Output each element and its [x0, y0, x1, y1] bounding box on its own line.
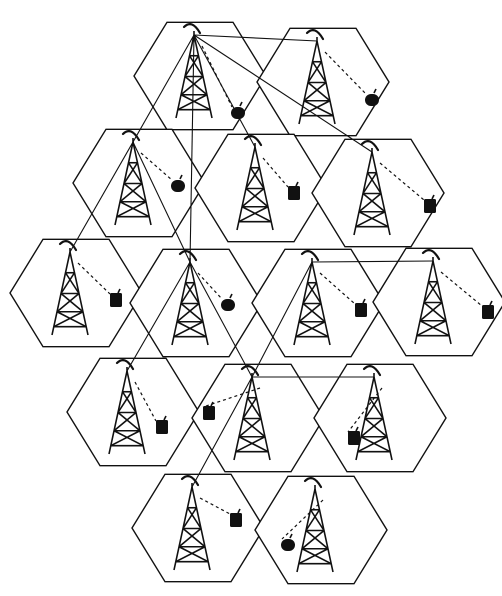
- cellular-network-diagram: [0, 0, 502, 596]
